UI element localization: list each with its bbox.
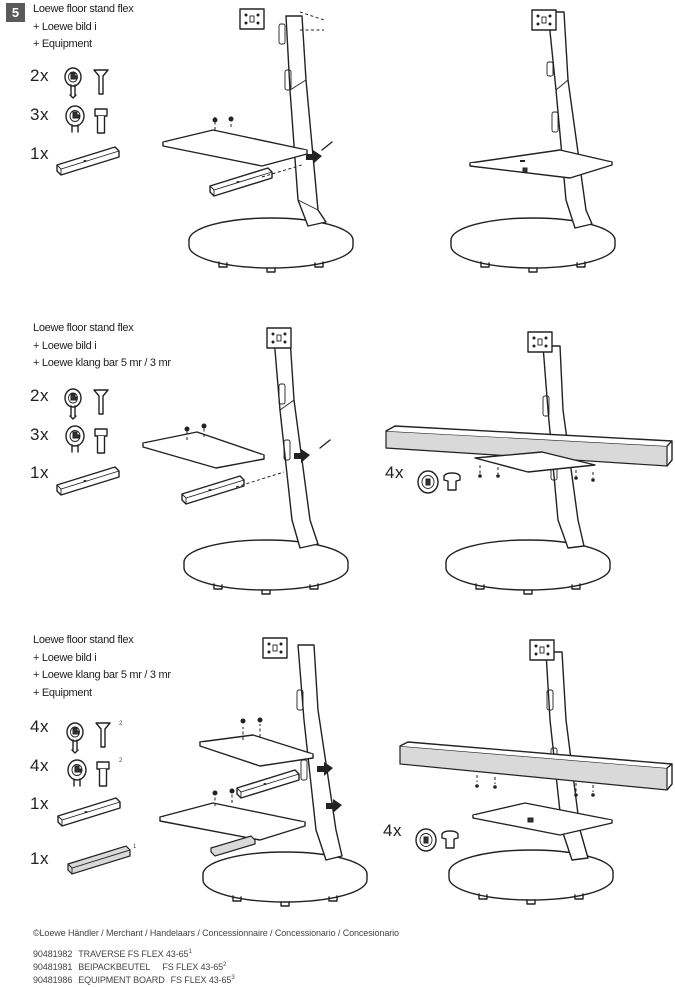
part-number: 90481982 <box>33 949 73 959</box>
item-line: + Equipment <box>33 38 92 50</box>
part-number: 90481981 <box>33 962 73 972</box>
item-line: + Loewe klang bar 5 mr / 3 mr <box>33 357 171 369</box>
quantity-label: 4x <box>30 717 49 736</box>
part-model: FS FLEX 43-65 <box>170 975 232 985</box>
part-name: TRAVERSE FS FLEX 43-65 <box>78 949 189 959</box>
stand-soundbar-equipment-assembled-view <box>399 639 673 905</box>
item-line: + Loewe bild i <box>33 20 97 33</box>
item-line: + Equipment <box>33 686 92 699</box>
item-line: Loewe floor stand flex <box>33 3 134 15</box>
footnote-marker: 2 <box>119 721 123 727</box>
part-line: 90481986 EQUIPMENT BOARD FS FLEX 43-653 <box>33 975 235 985</box>
stand-exploded-view <box>162 8 354 273</box>
part-name: BEIPACKBEUTEL <box>78 962 151 972</box>
footnote-marker: 1 <box>133 844 137 850</box>
quantity-label: 4x <box>385 463 404 482</box>
part-line: 90481981 BEIPACKBEUTEL FS FLEX 43-652 <box>33 962 226 972</box>
part-name: EQUIPMENT BOARD <box>78 975 165 985</box>
footnote-marker: 1 <box>188 949 192 955</box>
dealer-note: ©Loewe Händler / Merchant / Handelaars /… <box>33 928 399 938</box>
part-model: FS FLEX 43-65 <box>162 962 224 972</box>
stand-soundbar-equipment-exploded-view <box>159 637 368 907</box>
quantity-label: 2x <box>30 386 49 405</box>
footnote-marker: 2 <box>223 962 227 968</box>
section-2-item-list: Loewe floor stand flex + Loewe bild i + … <box>33 320 171 373</box>
item-line: + Loewe bild i <box>33 339 97 352</box>
quantity-label: 3x <box>30 425 49 444</box>
item-line: + Loewe bild i <box>33 651 97 664</box>
quantity-label: 1x <box>30 794 49 813</box>
stand-soundbar-exploded-view <box>142 327 349 595</box>
quantity-label: 4x <box>383 821 402 840</box>
quantity-label: 2x <box>30 66 49 85</box>
stand-assembled-view <box>450 9 616 273</box>
section-3-item-list: Loewe floor stand flex + Loewe bild i + … <box>33 632 171 702</box>
item-line: Loewe floor stand flex <box>33 634 134 646</box>
footnote-marker: 3 <box>231 975 235 981</box>
quantity-label: 3x <box>30 105 49 124</box>
quantity-label: 1x <box>30 144 49 163</box>
item-line: + Loewe klang bar 5 mr / 3 mr <box>33 669 171 681</box>
quantity-label: 1x <box>30 849 49 868</box>
quantity-label: 4x <box>30 756 49 775</box>
quantity-label: 1x <box>30 463 49 482</box>
footnote-marker: 2 <box>119 758 123 764</box>
part-line: 90481982 TRAVERSE FS FLEX 43-651 <box>33 949 192 959</box>
section-1-item-list: Loewe floor stand flex + Loewe bild i + … <box>33 1 134 54</box>
stand-soundbar-assembled-view <box>385 331 673 595</box>
step-number-badge: 5 <box>6 3 25 22</box>
part-number: 90481986 <box>33 975 73 985</box>
item-line: Loewe floor stand flex <box>33 322 134 334</box>
